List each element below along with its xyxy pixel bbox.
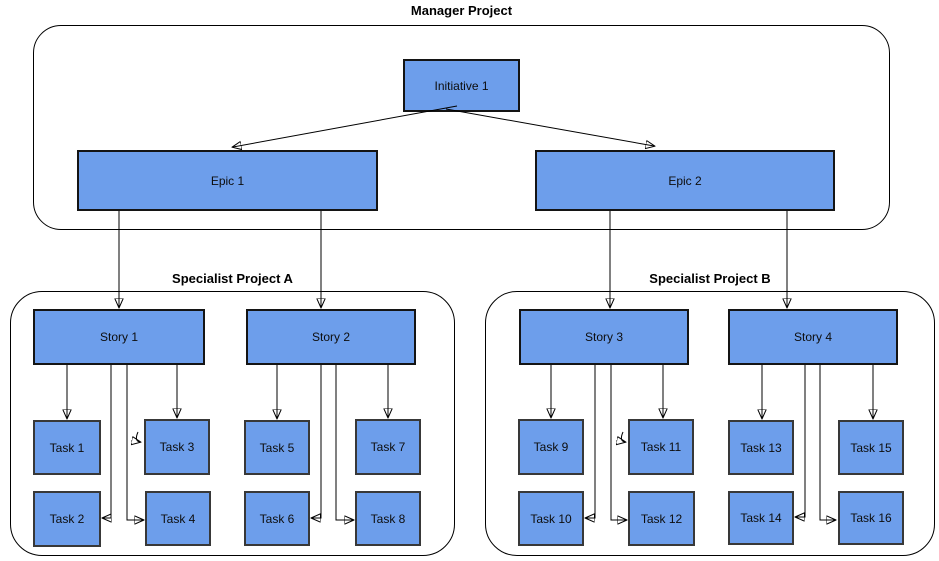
node-initiative-1: Initiative 1 <box>403 59 520 112</box>
container-specialist-project-a <box>10 291 455 556</box>
node-story-1: Story 1 <box>33 309 205 365</box>
node-task-16: Task 16 <box>838 491 904 545</box>
node-task-1: Task 1 <box>33 420 101 475</box>
node-task-9: Task 9 <box>518 419 584 475</box>
container-manager-project <box>33 25 890 230</box>
node-story-4: Story 4 <box>728 309 898 365</box>
node-task-6: Task 6 <box>244 491 310 546</box>
node-task-7: Task 7 <box>355 419 421 475</box>
title-specialist-project-b: Specialist Project B <box>649 271 771 286</box>
node-story-2: Story 2 <box>246 309 416 365</box>
title-manager-project: Manager Project <box>410 3 513 18</box>
node-task-13: Task 13 <box>728 420 794 475</box>
node-task-2: Task 2 <box>33 491 101 547</box>
node-task-4: Task 4 <box>145 491 211 546</box>
title-specialist-project-a: Specialist Project A <box>172 271 293 286</box>
node-epic-1: Epic 1 <box>77 150 378 211</box>
node-task-11: Task 11 <box>628 419 694 475</box>
node-task-14: Task 14 <box>728 491 794 545</box>
node-task-5: Task 5 <box>244 420 310 475</box>
node-task-12: Task 12 <box>628 491 695 546</box>
node-epic-2: Epic 2 <box>535 150 835 211</box>
node-story-3: Story 3 <box>519 309 689 365</box>
node-task-15: Task 15 <box>838 420 904 475</box>
container-specialist-project-b <box>485 291 935 556</box>
node-task-3: Task 3 <box>144 419 210 475</box>
node-task-8: Task 8 <box>355 491 421 546</box>
node-task-10: Task 10 <box>518 491 584 546</box>
